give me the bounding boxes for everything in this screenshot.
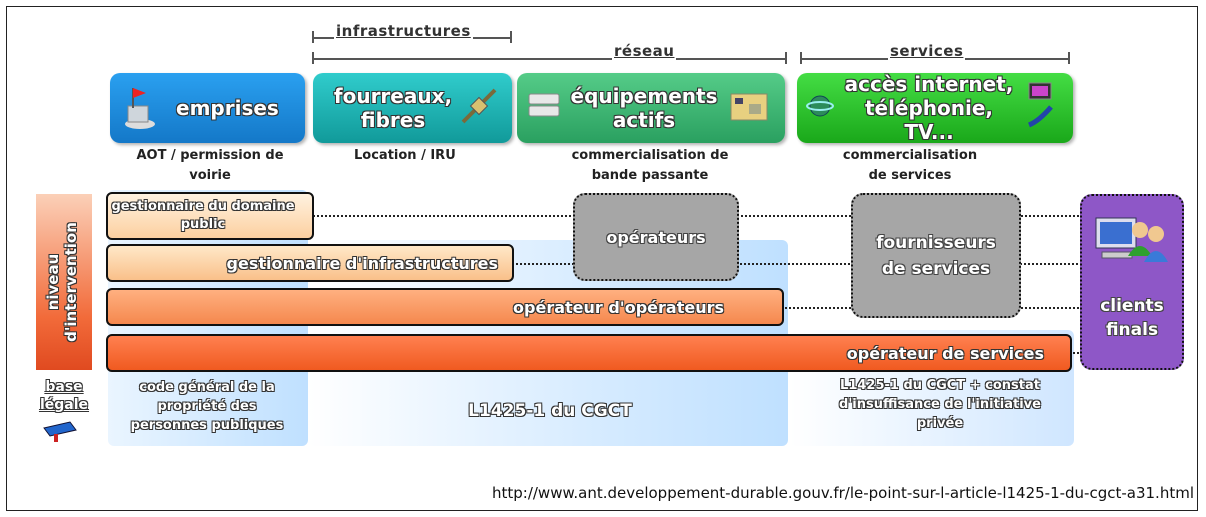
clients-box: clients finals [1080,194,1184,370]
gestionnaire-domaine-bar: gestionnaire du domaine public [106,192,314,240]
operateur-services-label: opérateur de services [846,343,1044,363]
code-general-text: code général de la propriété des personn… [130,380,284,433]
acces-label: accès internet, téléphonie, TV... [844,72,1014,144]
infrastructures-bracket: infrastructures [312,22,512,44]
services-bracket: services [800,42,1070,68]
fourreaux-box: fourreaux, fibres [313,73,512,143]
operateurs-box: opérateurs [573,193,739,281]
connector-services [1070,352,1082,354]
location-subtitle: Location / IRU [354,148,456,163]
operateur-operateurs-label: opérateur d'opérateurs [513,297,724,317]
base-legale-label: base légale [39,379,89,413]
server-icon [527,88,563,129]
gestionnaire-infra-bar: gestionnaire d'infrastructures [106,244,514,282]
clients-label: clients finals [1100,296,1164,340]
operateur-services-bar: opérateur de services [106,334,1072,372]
niveau-bar [36,194,92,370]
reseau-bracket: réseau [312,42,787,68]
emprises-label: emprises [176,96,279,120]
bande-subtitle: commercialisation de bande passante [571,148,729,183]
equipements-label: équipements actifs [570,84,718,132]
l1425-constat-text: L1425-1 du CGCT + constat d'insuffisance… [839,378,1041,431]
circuit-board-icon [727,88,771,129]
fournisseurs-box: fournisseurs de services [851,193,1021,318]
services-subtitle: commercialisation de services [842,148,978,183]
tv-phone-icon [1023,81,1057,136]
operateur-operateurs-bar: opérateur d'opérateurs [106,288,784,326]
fiber-icon [459,86,499,131]
acces-box: accès internet, téléphonie, TV... [797,72,1073,144]
flag-icon [120,84,158,132]
gestionnaire-infra-label: gestionnaire d'infrastructures [226,253,498,273]
source-url[interactable]: http://www.ant.developpement-durable.gou… [491,484,1194,502]
users-computer-icon [1092,210,1172,274]
l1425-text: L1425-1 du CGCT [468,401,632,421]
connector-infra [512,263,1082,265]
emprises-box: emprises [110,73,305,143]
equipements-box: équipements actifs [517,73,785,143]
gestionnaire-domaine-label: gestionnaire du domaine public [111,199,295,232]
reseau-label: réseau [612,42,677,60]
fournisseurs-label: fournisseurs de services [876,232,996,279]
globe-icon [805,91,835,126]
niveau-label: niveau d'intervention [44,222,80,342]
infrastructures-label: infrastructures [334,22,473,40]
fourreaux-label: fourreaux, fibres [333,84,453,132]
aot-subtitle: AOT / permission de voirie [136,148,284,183]
operateurs-label: opérateurs [606,227,706,247]
book-icon [40,418,80,448]
services-label: services [888,42,966,60]
